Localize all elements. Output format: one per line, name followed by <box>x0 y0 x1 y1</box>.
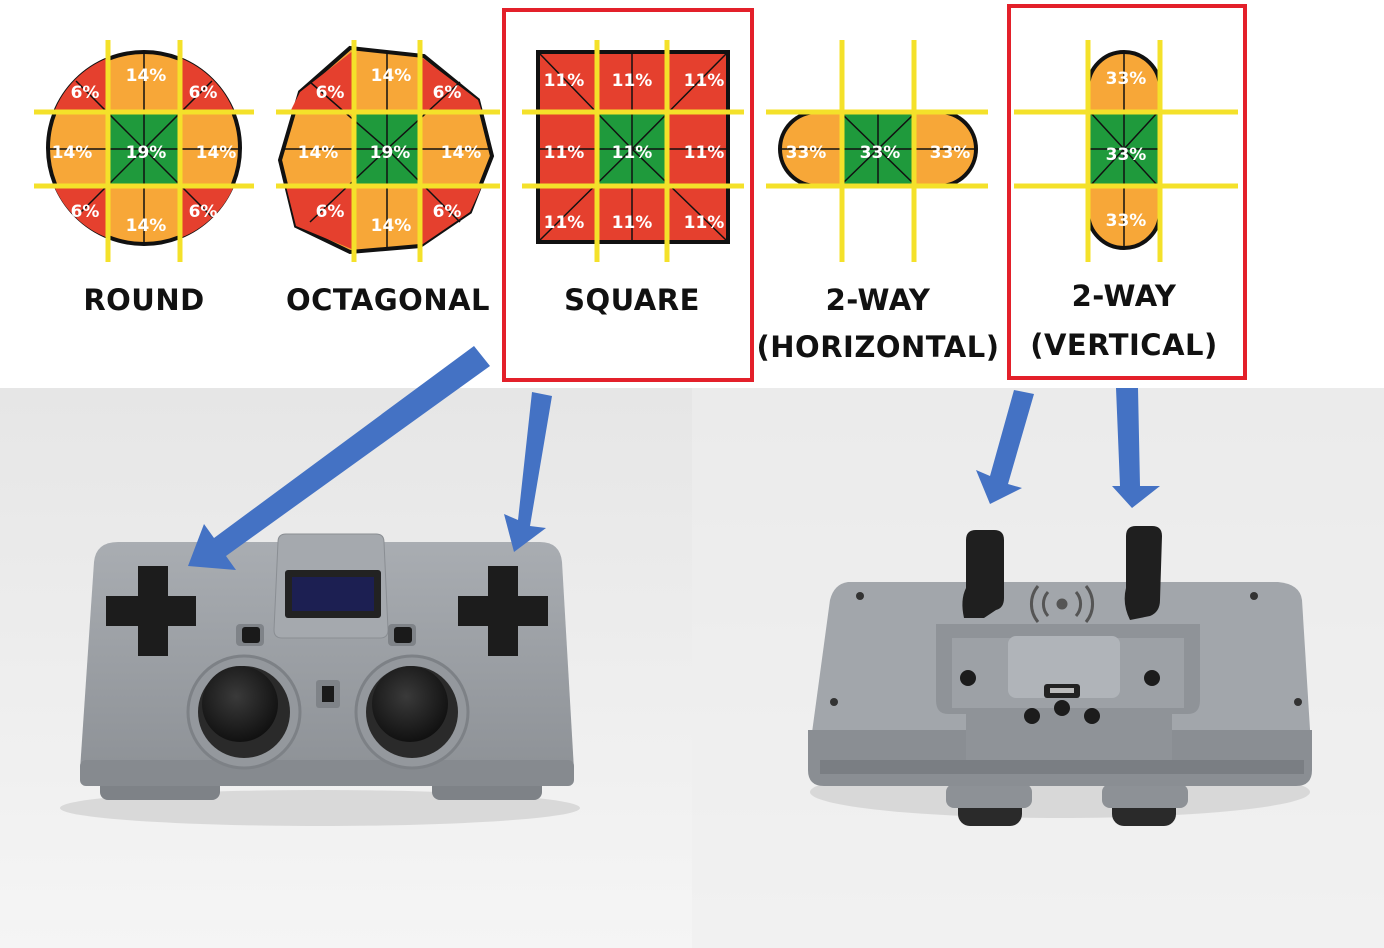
joystick-left-cap <box>202 666 278 742</box>
screw-5 <box>1054 700 1070 716</box>
horizontal-label-1: 2-WAY <box>826 283 931 317</box>
round-corner-br-pct: 6% <box>189 202 218 222</box>
sq-br: 11% <box>684 213 725 233</box>
oct-corner-tl <box>290 50 354 112</box>
vertical-label-2: (VERTICAL) <box>1030 328 1218 362</box>
oct-edge-left: 14% <box>298 143 339 163</box>
sq-bl: 11% <box>544 213 585 233</box>
oled-display <box>292 577 374 611</box>
sq-ml: 11% <box>544 143 585 163</box>
hz-left: 33% <box>786 143 827 163</box>
joystick-right-cap <box>372 666 448 742</box>
oct-edge-bottom: 14% <box>371 216 412 236</box>
square-label: SQUARE <box>564 283 700 317</box>
screw-1 <box>960 670 976 686</box>
controller-front-photo <box>60 533 580 826</box>
usb-port-inner <box>1050 688 1074 693</box>
joystick-under-left-ring <box>946 784 1032 808</box>
corner-hole-2 <box>1250 592 1258 600</box>
controller-front-edge <box>80 760 574 786</box>
round-edge-right: 14% <box>196 143 237 163</box>
sq-tc: 11% <box>612 71 653 91</box>
oct-edge-right: 14% <box>441 143 482 163</box>
usb-housing <box>1008 636 1120 698</box>
corner-hole-3 <box>830 698 838 706</box>
lever-left <box>962 530 1004 618</box>
round-center-pct: 19% <box>126 143 167 163</box>
vt-center: 33% <box>1106 145 1147 165</box>
round-edge-left: 14% <box>52 143 93 163</box>
arrow-vertical-to-right-lever <box>1112 388 1160 508</box>
round-label: ROUND <box>83 283 204 317</box>
arrow-square-to-left-dpad <box>188 346 490 570</box>
vt-bottom: 33% <box>1106 211 1147 231</box>
small-button-left <box>242 627 260 643</box>
joystick-under-right-ring <box>1102 784 1188 808</box>
corner-hole-4 <box>1294 698 1302 706</box>
dpad-right <box>458 566 548 656</box>
gate-2way-vertical: 33% 33% 33% 2-WAY (VERTICAL) <box>1007 4 1247 380</box>
sq-bc: 11% <box>612 213 653 233</box>
screw-4 <box>1084 708 1100 724</box>
center-switch <box>322 686 334 702</box>
round-edge-bottom: 14% <box>126 216 167 236</box>
lever-right <box>1124 526 1162 620</box>
sq-tl: 11% <box>544 71 585 91</box>
horizontal-label-2: (HORIZONTAL) <box>757 330 1000 364</box>
dpad-left <box>106 566 196 656</box>
controller-back-photo <box>808 526 1312 826</box>
oct-edge-top: 14% <box>371 66 412 86</box>
round-edge-top: 14% <box>126 66 167 86</box>
gate-square: 11% 11% 11% 11% 11% 11% 11% 11% 11% SQUA… <box>502 8 754 382</box>
sq-mc: 11% <box>612 143 653 163</box>
controller-back-seam <box>820 760 1304 774</box>
round-corner-bl-pct: 6% <box>71 202 100 222</box>
oct-corner-tr-pct: 6% <box>433 83 462 103</box>
gate-round: 14% 14% 14% 14% 19% 6% 6% 6% 6% ROUND <box>34 40 254 317</box>
oct-corner-br <box>420 186 482 246</box>
vertical-label-1: 2-WAY <box>1072 279 1177 313</box>
vertical-highlight-box <box>1007 4 1247 380</box>
wireless-icon <box>1030 585 1094 623</box>
oct-center-pct: 19% <box>370 143 411 163</box>
screw-2 <box>1144 670 1160 686</box>
arrow-square-to-right-dpad <box>504 392 552 552</box>
round-corner-tr-pct: 6% <box>189 83 218 103</box>
round-corner-tl-pct: 6% <box>71 83 100 103</box>
oct-corner-bl-pct: 6% <box>316 202 345 222</box>
oct-corner-tr <box>420 56 482 112</box>
screw-3 <box>1024 708 1040 724</box>
vt-top: 33% <box>1106 69 1147 89</box>
square-highlight-box <box>502 8 754 382</box>
gate-2way-horizontal: 33% 33% 33% 2-WAY (HORIZONTAL) <box>757 40 1000 364</box>
oct-corner-bl <box>286 186 354 250</box>
oct-corner-tl-pct: 6% <box>316 83 345 103</box>
oct-corner-br-pct: 6% <box>433 202 462 222</box>
arrows <box>188 346 1160 570</box>
octagonal-label: OCTAGONAL <box>286 283 490 317</box>
gate-octagonal: 14% 14% 14% 14% 19% 6% 6% 6% 6% OCTAGONA… <box>276 40 500 317</box>
corner-hole-1 <box>856 592 864 600</box>
sq-mr: 11% <box>684 143 725 163</box>
hz-center: 33% <box>860 143 901 163</box>
sq-tr: 11% <box>684 71 725 91</box>
small-button-right <box>394 627 412 643</box>
hz-right: 33% <box>930 143 971 163</box>
arrow-vertical-to-left-lever <box>976 390 1034 504</box>
